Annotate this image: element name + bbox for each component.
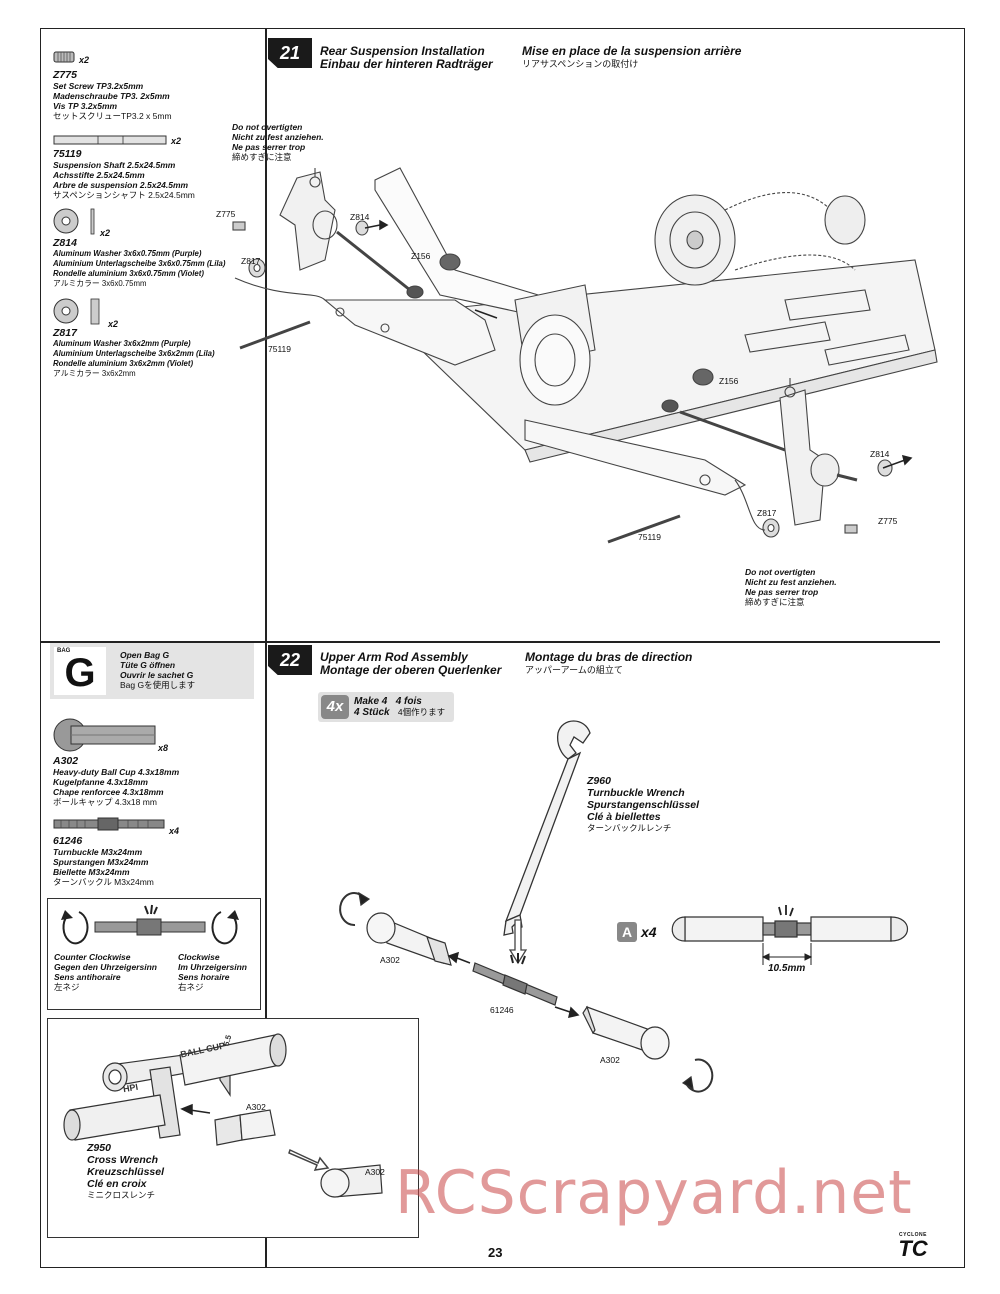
turnbuckle-wrench-diagram (503, 720, 591, 965)
part-61246: 61246 Turnbuckle M3x24mm Spurstangen M3x… (53, 835, 154, 887)
label-z156-left: Z156 (411, 251, 431, 261)
turnbuckle-rotation-diagram (61, 904, 239, 945)
part-z817: Z817 Aluminum Washer 3x6x2mm (Purple) Al… (53, 327, 215, 378)
label-a302-left: A302 (380, 955, 400, 965)
bag-g-icon: BAG G (54, 647, 106, 695)
washer-thin-icon (53, 208, 95, 235)
step-21-title-en: Rear Suspension Installation (320, 44, 485, 58)
label-z156-right: Z156 (719, 376, 739, 386)
part-75119: 75119 Suspension Shaft 2.5x24.5mm Achsst… (53, 148, 195, 200)
label-z814-right: Z814 (870, 449, 890, 459)
watermark: RCScrapyard.net (395, 1158, 913, 1228)
turnbuckle-assembly-diagram (339, 891, 714, 1093)
cross-wrench-diagram (63, 1033, 383, 1198)
bag-g-panel: BAG G Open Bag G Tüte G öffnen Ouvrir le… (50, 643, 254, 699)
detail-a-assembly (671, 905, 908, 965)
bag-g-text: Open Bag G Tüte G öffnen Ouvrir le sache… (120, 650, 196, 690)
ball-cup-icon (53, 718, 156, 752)
a302-qty: x8 (158, 743, 169, 753)
turnbuckle-icon (53, 817, 165, 831)
left-divider (40, 641, 265, 643)
cw-text: Clockwise Im Uhrzeigersinn Sens horaire … (178, 952, 247, 992)
make-4-de: 4 Stück (354, 707, 390, 718)
step-21-title-de: Einbau der hinteren Radträger (320, 57, 493, 71)
step-22-badge: 22 (268, 645, 312, 675)
make-4-en: Make 4 (354, 696, 388, 707)
set-screw-icon (53, 51, 75, 63)
label-75119-left: 75119 (268, 344, 292, 354)
make-4-badge: 4x (321, 695, 349, 719)
step-22-title-fr: Montage du bras de direction アッパーアームの組立て (525, 650, 693, 676)
z817-qty: x2 (108, 319, 119, 329)
page-frame (40, 28, 965, 1268)
detail-a-dimension: 10.5mm (768, 963, 806, 974)
detail-a-badge: A (617, 922, 637, 942)
ccw-text: Counter Clockwise Gegen den Uhrzeigersin… (54, 952, 157, 992)
step-21-title-fr: Mise en place de la suspension arrière リ… (522, 44, 742, 70)
page-number: 23 (488, 1245, 503, 1260)
part-a302: A302 Heavy-duty Ball Cup 4.3x18mm Kugelp… (53, 755, 180, 807)
z775-qty: x2 (79, 55, 90, 65)
cross-wrench-a302-top: A302 (246, 1102, 266, 1112)
step-21-title: Rear Suspension Installation Einbau der … (320, 45, 493, 71)
cross-wrench-text: Z950 Cross Wrench Kreuzschlüssel Clé en … (87, 1142, 165, 1200)
step-22-title-en: Upper Arm Rod Assembly (320, 650, 468, 664)
step-21-title-jp: リアサスペンションの取付け (522, 59, 639, 69)
part-z814: Z814 Aluminum Washer 3x6x0.75mm (Purple)… (53, 237, 226, 288)
z814-qty: x2 (100, 228, 111, 238)
label-61246: 61246 (490, 1005, 514, 1015)
label-z817-left: Z817 (241, 256, 261, 266)
make-4-fr: 4 fois (395, 696, 422, 707)
label-z814-left: Z814 (350, 212, 370, 222)
75119-qty: x2 (171, 136, 182, 146)
warning-bottom: Do not overtigten Nicht zu fest anziehen… (745, 567, 837, 607)
cross-wrench-a302-bottom: A302 (365, 1167, 385, 1177)
61246-qty: x4 (169, 826, 180, 836)
washer-thick-icon (53, 298, 100, 325)
make-4-panel: 4x Make 4 4 fois 4 Stück 4個作ります (318, 692, 454, 722)
step-22-title: Upper Arm Rod Assembly Montage der obere… (320, 651, 501, 677)
suspension-shaft-icon (53, 135, 167, 145)
step-divider (265, 641, 940, 643)
step-22-title-jp: アッパーアームの組立て (525, 665, 623, 675)
rear-suspension-diagram (232, 167, 938, 544)
label-75119-right: 75119 (638, 532, 662, 542)
label-z775-right: Z775 (878, 516, 898, 526)
label-z817-right: Z817 (757, 508, 777, 518)
part-z775: Z775 Set Screw TP3.2x5mm Madenschraube T… (53, 69, 172, 121)
warning-top: Do not overtigten Nicht zu fest anziehen… (232, 122, 324, 162)
make-4-jp: 4個作ります (397, 707, 446, 717)
cyclone-tc-logo: CYCLONE TC (898, 1232, 928, 1261)
turnbuckle-wrench-text: Z960 Turnbuckle Wrench Spurstangenschlüs… (587, 775, 700, 833)
step-21-badge: 21 (268, 38, 312, 68)
label-z775-left: Z775 (216, 209, 236, 219)
rotation-info-box (47, 898, 261, 1010)
column-divider (265, 28, 267, 1268)
label-a302-right: A302 (600, 1055, 620, 1065)
step-22-title-de: Montage der oberen Querlenker (320, 663, 502, 677)
detail-a-qty: x4 (641, 924, 657, 940)
